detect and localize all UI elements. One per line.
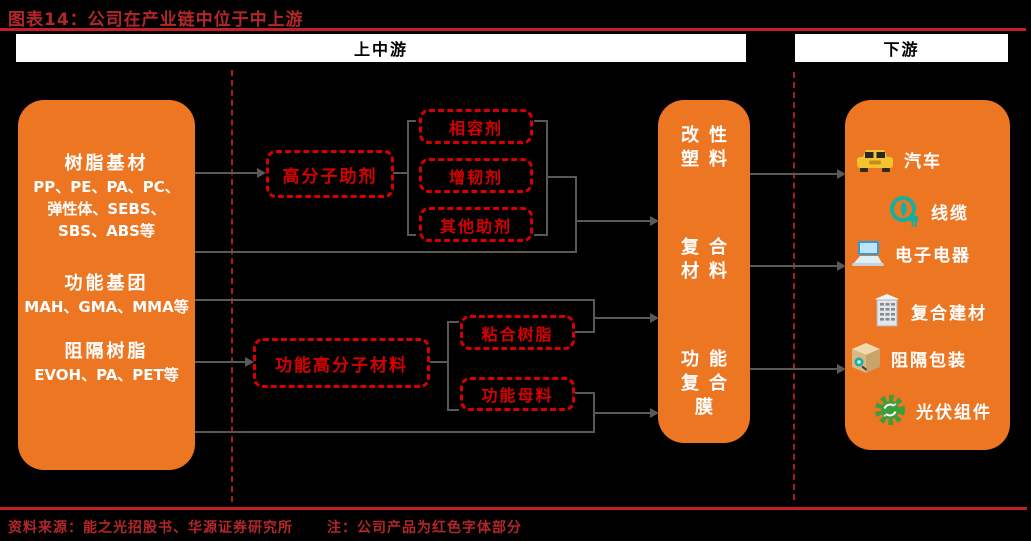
bracket-line xyxy=(546,121,548,236)
bracket-tick xyxy=(534,234,548,236)
electronics-icon xyxy=(850,238,886,268)
header-mid-upstream: 上中游 xyxy=(14,32,748,64)
bracket-tick xyxy=(447,409,459,411)
product-modified-plastics: 改性 塑料 xyxy=(681,125,737,170)
packaging-icon xyxy=(850,341,882,375)
header-downstream-label: 下游 xyxy=(883,40,920,59)
app-label: 阻隔包装 xyxy=(891,350,967,371)
raw-materials-box: 树脂基材 PP、PE、PA、PC、 弹性体、SEBS、 SBS、ABS等 功能基… xyxy=(18,100,195,470)
connector-line xyxy=(750,173,837,175)
group-line: EVOH、PA、PET等 xyxy=(34,366,179,384)
bracket-line xyxy=(407,121,409,236)
dashed-divider-left xyxy=(231,70,233,502)
product-note: 注：公司产品为红色字体部分 xyxy=(327,520,522,536)
connector-line xyxy=(593,412,651,414)
compatibilizer-label: 相容剂 xyxy=(448,118,503,138)
adhesive-resin-box: 粘合树脂 xyxy=(460,315,575,350)
connector-line xyxy=(195,251,577,253)
connector-line xyxy=(575,220,651,222)
app-row-building: 复合建材 xyxy=(872,293,987,329)
group-line: 弹性体、SEBS、 xyxy=(47,200,166,218)
bracket-line xyxy=(447,322,449,411)
connector-line xyxy=(575,331,595,333)
connector-line xyxy=(430,361,448,363)
product-functional-film: 功能 复合 膜 xyxy=(681,349,737,418)
group-heading: 功能基团 xyxy=(64,273,149,294)
connector-line xyxy=(750,368,837,370)
group-line: PP、PE、PA、PC、 xyxy=(33,178,180,196)
connector-line xyxy=(393,172,408,174)
app-row-cable: 线缆 xyxy=(888,194,969,228)
arrowhead xyxy=(650,216,659,226)
product-composite-materials: 复合 材料 xyxy=(681,237,737,282)
polymer-additive-label: 高分子助剂 xyxy=(282,166,378,187)
compatibilizer-box: 相容剂 xyxy=(419,109,533,144)
bracket-tick xyxy=(534,120,548,122)
bracket-tick xyxy=(447,321,459,323)
arrowhead xyxy=(650,408,659,418)
source-note: 资料来源：能之光招股书、华源证券研究所 xyxy=(8,520,293,536)
connector-line xyxy=(195,431,595,433)
app-row-packaging: 阻隔包装 xyxy=(850,341,967,375)
building-icon xyxy=(872,293,902,329)
bracket-tick xyxy=(407,234,416,236)
connector-line xyxy=(593,317,651,319)
dashed-divider-right xyxy=(793,72,795,500)
products-box: 改性 塑料 复合 材料 功能 复合 膜 xyxy=(658,100,750,443)
arrowhead xyxy=(245,357,254,367)
other-additives-box: 其他助剂 xyxy=(419,207,533,242)
adhesive-resin-label: 粘合树脂 xyxy=(481,324,554,344)
app-label: 线缆 xyxy=(931,203,969,224)
group-heading: 阻隔树脂 xyxy=(64,341,149,362)
connector-line xyxy=(195,299,595,301)
app-row-solar: 光伏组件 xyxy=(873,393,992,427)
top-rule xyxy=(0,28,1026,31)
functional-polymer-box: 功能高分子材料 xyxy=(253,338,430,388)
header-downstream: 下游 xyxy=(793,32,1010,64)
app-label: 复合建材 xyxy=(911,303,987,324)
connector-line xyxy=(195,172,257,174)
connector-line xyxy=(593,299,595,333)
arrowhead xyxy=(837,261,846,271)
car-icon xyxy=(855,145,895,173)
toughener-label: 增韧剂 xyxy=(448,167,503,187)
group-heading: 树脂基材 xyxy=(64,153,149,174)
footer: 资料来源：能之光招股书、华源证券研究所 注：公司产品为红色字体部分 xyxy=(8,517,522,537)
app-label: 汽车 xyxy=(904,151,942,172)
polymer-additive-box: 高分子助剂 xyxy=(266,150,394,198)
connector-line xyxy=(750,265,837,267)
group-line: SBS、ABS等 xyxy=(58,222,155,240)
bottom-rule xyxy=(0,507,1027,510)
figure-title: 图表14：公司在产业链中位于中上游 xyxy=(8,10,304,30)
arrowhead xyxy=(837,169,846,179)
arrowhead xyxy=(650,313,659,323)
app-row-automotive: 汽车 xyxy=(855,145,942,173)
functional-masterbatch-box: 功能母料 xyxy=(460,377,575,411)
app-label: 电子电器 xyxy=(895,245,971,266)
header-mid-upstream-label: 上中游 xyxy=(353,40,408,59)
connector-line xyxy=(575,176,577,253)
arrowhead xyxy=(837,364,846,374)
app-row-electronics: 电子电器 xyxy=(850,238,971,268)
arrowhead xyxy=(257,168,266,178)
solar-icon xyxy=(873,393,907,427)
toughener-box: 增韧剂 xyxy=(419,158,533,193)
functional-masterbatch-label: 功能母料 xyxy=(481,386,554,405)
group-line: MAH、GMA、MMA等 xyxy=(24,298,189,316)
cable-icon xyxy=(888,194,922,228)
app-label: 光伏组件 xyxy=(916,402,992,423)
connector-line xyxy=(546,176,577,178)
applications-box: 汽车 线缆 xyxy=(845,100,1010,450)
connector-line xyxy=(575,392,595,394)
connector-line xyxy=(195,361,245,363)
bracket-tick xyxy=(407,120,416,122)
functional-polymer-label: 功能高分子材料 xyxy=(275,355,408,376)
other-additives-label: 其他助剂 xyxy=(439,216,512,236)
